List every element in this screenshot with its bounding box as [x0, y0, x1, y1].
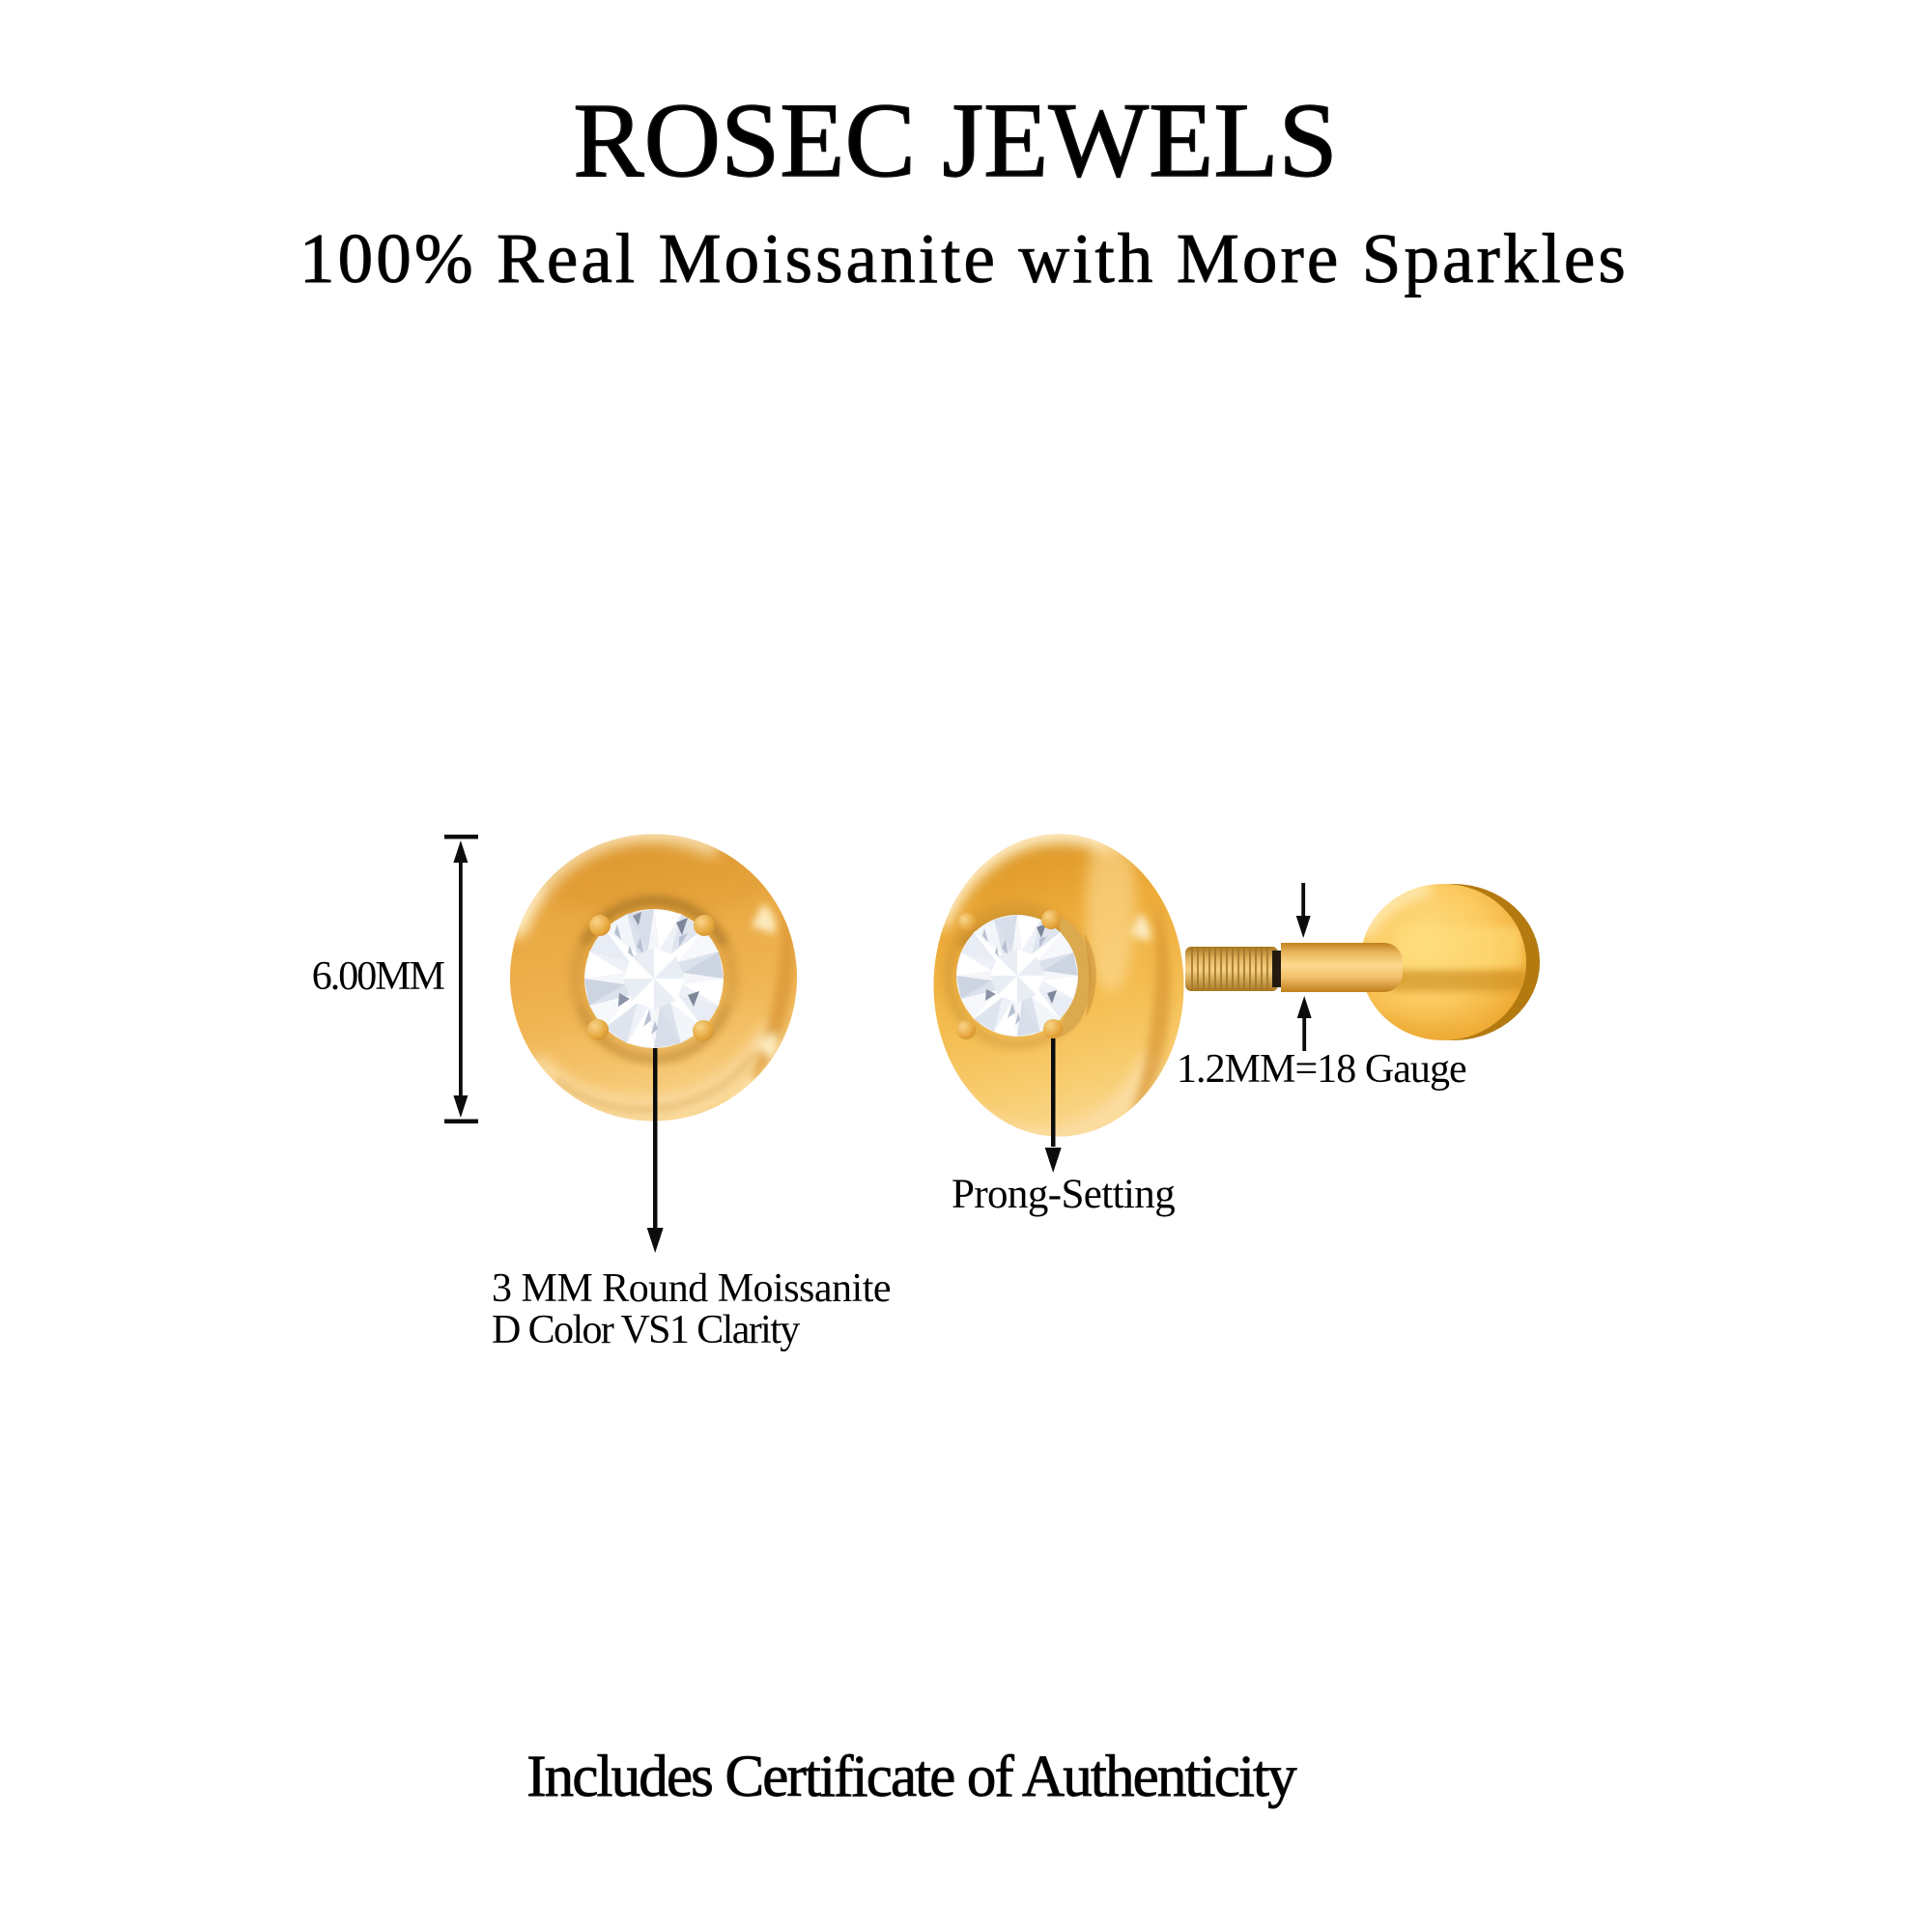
svg-text:Prong-Setting: Prong-Setting: [952, 1172, 1175, 1217]
svg-text:6.00MM: 6.00MM: [312, 954, 445, 999]
svg-text:D Color VS1 Clarity: D Color VS1 Clarity: [492, 1308, 800, 1352]
svg-text:100% Real Moissanite with More: 100% Real Moissanite with More Sparkles: [299, 219, 1629, 298]
svg-text:1.2MM=18 Gauge: 1.2MM=18 Gauge: [1177, 1047, 1466, 1092]
svg-text:Includes Certificate of Authen: Includes Certificate of Authenticity: [526, 1745, 1297, 1809]
svg-text:3 MM Round Moissanite: 3 MM Round Moissanite: [492, 1266, 891, 1311]
svg-text:ROSEC JEWELS: ROSEC JEWELS: [573, 81, 1337, 199]
